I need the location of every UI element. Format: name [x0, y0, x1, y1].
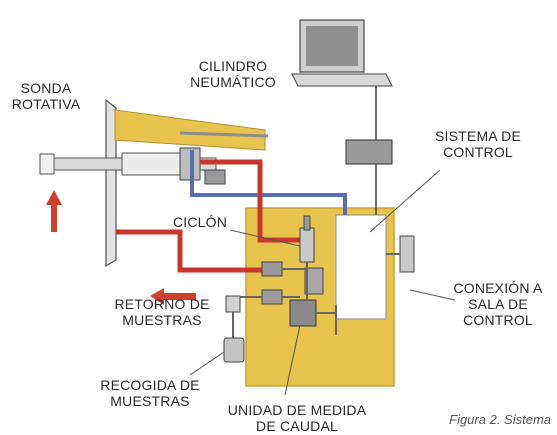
- label-cilindro-neumatico: CILINDRO NEUMÁTICO: [190, 58, 276, 90]
- collection-funnel: [225, 295, 241, 313]
- leader-ciclon: [229, 229, 301, 247]
- return-line-red: [116, 229, 262, 273]
- label-recogida-muestras: RECOGIDA DE MUESTRAS: [100, 377, 200, 409]
- leader-unidad: [284, 324, 301, 396]
- leader-recogida: [189, 351, 225, 376]
- valve-left-lower: [261, 289, 283, 305]
- label-retorno-muestras: RETORNO DE MUESTRAS: [114, 296, 210, 328]
- cylinder-support: [114, 109, 266, 151]
- probe-tip: [39, 153, 55, 175]
- leader-sistema-control: [369, 169, 441, 233]
- cyclone-top: [303, 215, 311, 231]
- sample-collection-bottle: [223, 337, 245, 363]
- computer-screen: [306, 26, 358, 66]
- leader-conexion: [409, 289, 456, 301]
- computer-keyboard: [291, 73, 393, 87]
- pneumatic-line: [190, 150, 347, 215]
- cabinet-connector: [399, 235, 415, 273]
- valve-right: [304, 267, 324, 295]
- cylinder-rod: [179, 131, 269, 138]
- sample-line-red: [200, 159, 310, 243]
- label-ciclon: CICLÓN: [172, 214, 228, 230]
- label-conexion-sala-control: CONEXIÓN A SALA DE CONTROL: [453, 280, 543, 328]
- label-unidad-medida-caudal: UNIDAD DE MEDIDA DE CAUDAL: [227, 402, 367, 434]
- wall-plate: [105, 98, 117, 268]
- label-sistema-de-control: SISTEMA DE CONTROL: [434, 128, 522, 160]
- up-arrow-icon: [46, 190, 62, 232]
- probe-valve: [204, 169, 226, 185]
- control-module: [345, 139, 393, 165]
- valve-left-upper: [261, 261, 283, 277]
- label-sonda-rotativa: SONDA ROTATIVA: [11, 80, 81, 112]
- figure-caption: Figura 2. Sistema: [449, 412, 551, 427]
- control-system-box: [335, 214, 387, 320]
- probe-housing: [121, 152, 181, 176]
- cyclone: [299, 227, 315, 263]
- left-arrow-icon: [150, 288, 196, 305]
- flow-measurement-unit: [289, 299, 317, 327]
